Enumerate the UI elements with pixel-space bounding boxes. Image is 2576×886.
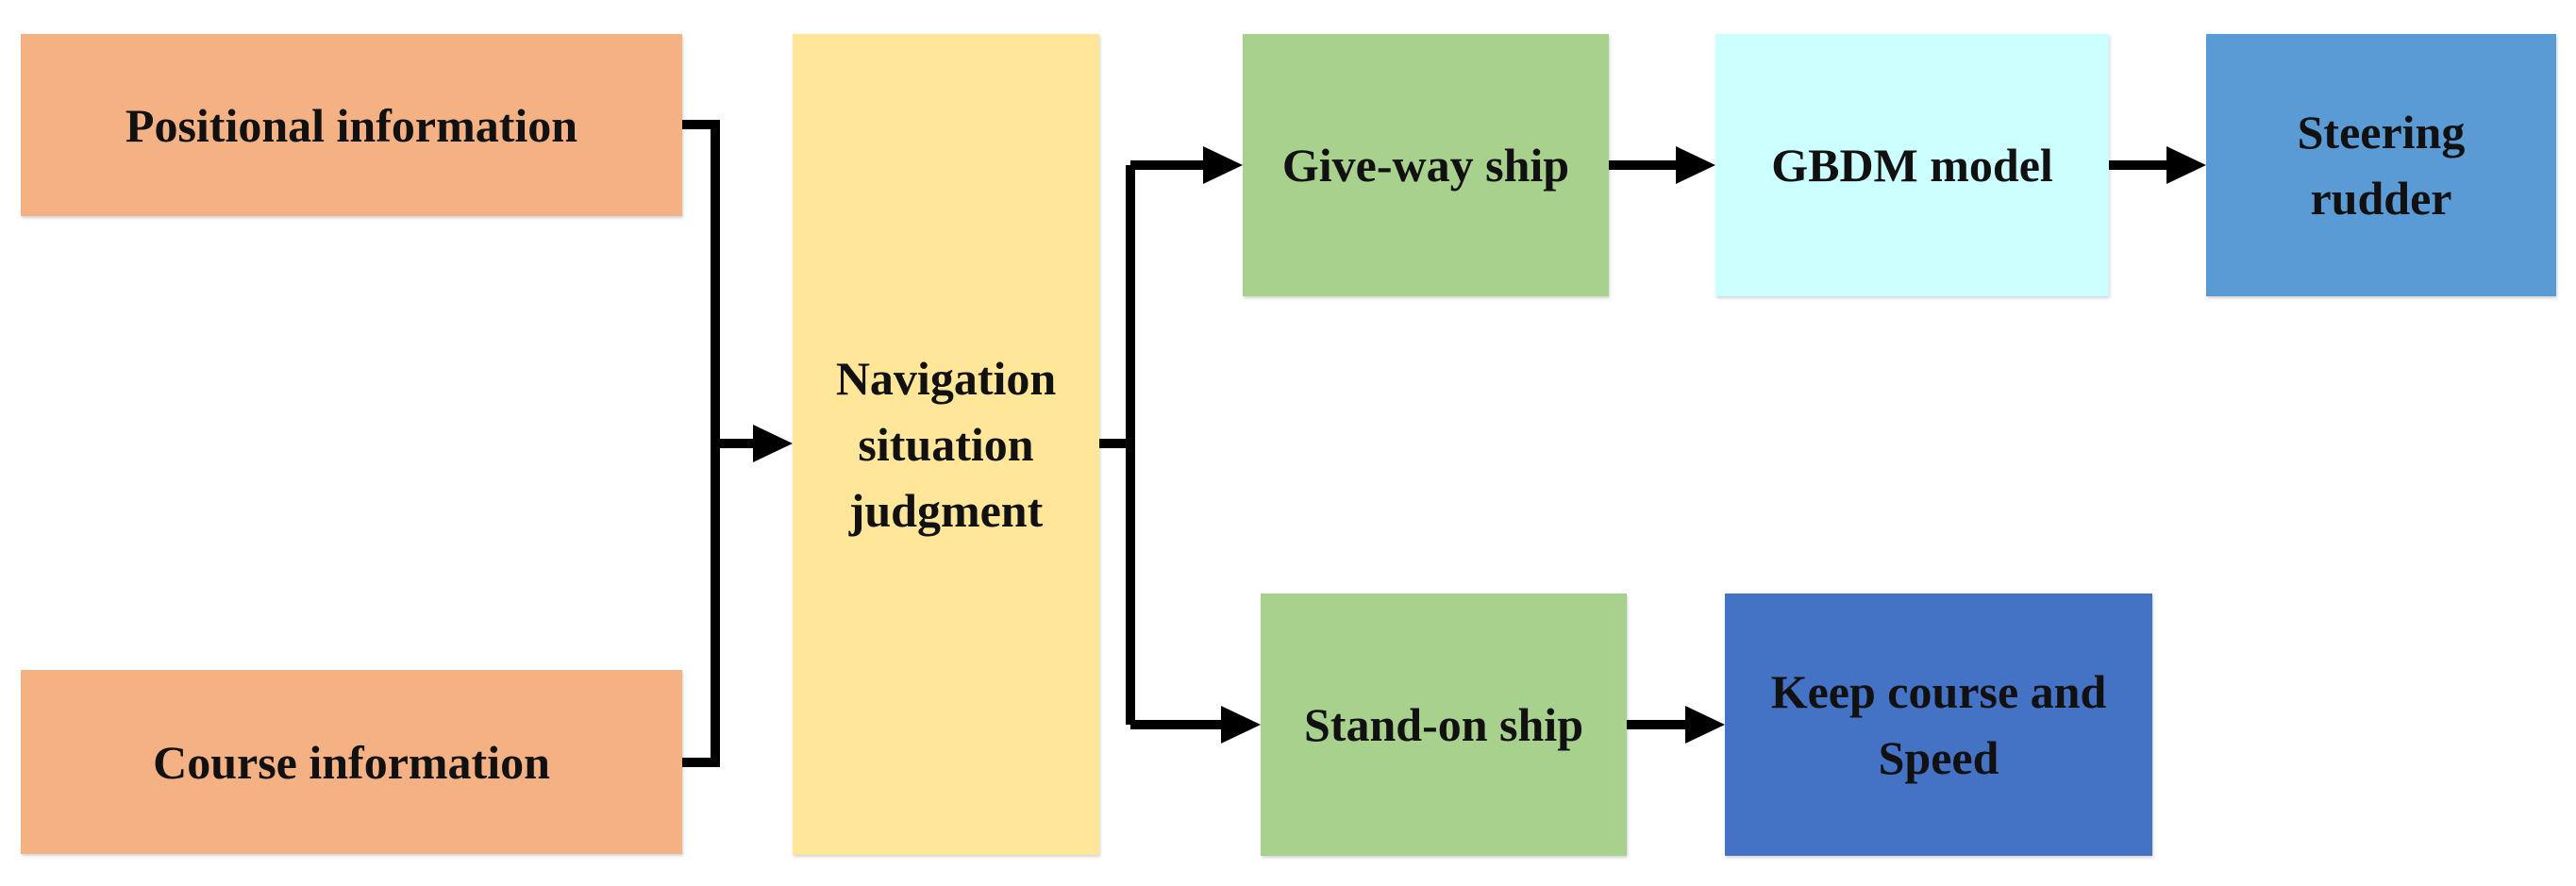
give-way-ship-box: Give-way ship	[1243, 34, 1609, 296]
navigation-situation-judgment-label: Navigation situation judgment	[835, 352, 1057, 537]
give-way-ship-label: Give-way ship	[1281, 139, 1570, 192]
course-information-box: Course information	[21, 670, 682, 854]
steering-arrowhead	[2166, 146, 2206, 184]
stand-on-arrowhead	[1221, 706, 1261, 744]
keep-course-and-speed-label: Keep course and Speed	[1770, 665, 2107, 784]
navigation-situation-judgment-box: Navigation situation judgment	[793, 34, 1099, 855]
gbdm-model-label: GBDM model	[1771, 139, 2053, 192]
steering-rudder-box: Steering rudder	[2206, 34, 2556, 296]
gbdm-arrowhead	[1676, 146, 1715, 184]
navigation-branch-connector	[1099, 165, 1135, 725]
positional-to-navigation-connector	[682, 120, 720, 767]
course-information-label: Course information	[153, 735, 550, 789]
keep-course-and-speed-box: Keep course and Speed	[1725, 593, 2152, 856]
steering-rudder-label: Steering rudder	[2297, 106, 2466, 225]
stand-on-ship-box: Stand-on ship	[1261, 593, 1627, 856]
positional-information-box: Positional information	[21, 34, 682, 216]
positional-information-label: Positional information	[125, 98, 578, 152]
keep-course-arrowhead	[1685, 706, 1725, 744]
stand-on-ship-label: Stand-on ship	[1304, 698, 1583, 751]
give-way-arrowhead	[1203, 146, 1243, 184]
navigation-input-arrowhead	[753, 425, 793, 462]
gbdm-model-box: GBDM model	[1715, 34, 2109, 296]
